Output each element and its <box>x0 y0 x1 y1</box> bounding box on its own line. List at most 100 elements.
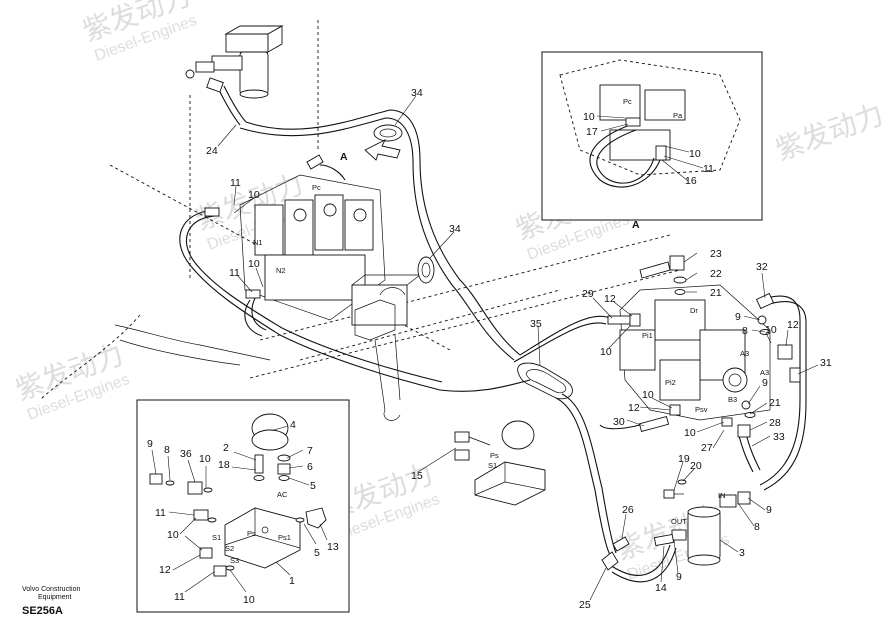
pilot-valve-15: Ps S1 <box>454 420 546 506</box>
footer-code: SE256A <box>22 605 63 617</box>
callout-33: 33 <box>773 431 785 443</box>
port-label-s1: S1 <box>212 533 221 542</box>
main-control-valve: Pc N1 N2 <box>239 174 422 326</box>
detail-callout-1: 1 <box>289 575 295 587</box>
port-label-pc: Pc <box>312 183 321 192</box>
port-label-pa-inset: Pa <box>673 111 683 120</box>
port-label-ps1: Ps1 <box>278 533 291 542</box>
port-label-ps-valve: Ps <box>490 451 499 460</box>
inset-view-label: A <box>632 219 640 231</box>
detail-callout-10-bottom: 10 <box>243 594 255 606</box>
callout-21-lower: 21 <box>769 397 781 409</box>
view-arrow-label: A <box>340 151 348 163</box>
callout-8-filter: 8 <box>754 521 760 533</box>
callout-34-upper: 34 <box>411 87 423 99</box>
callout-10-pump-right: 10 <box>765 324 777 336</box>
detail-callout-8: 8 <box>164 444 170 456</box>
callout-22: 22 <box>710 268 722 280</box>
callout-3: 3 <box>739 547 745 559</box>
callout-12-upper: 12 <box>604 293 616 305</box>
callout-15: 15 <box>411 470 423 482</box>
detail-callout-18: 18 <box>218 459 230 471</box>
detail-callout-4: 4 <box>290 419 296 431</box>
port-label-ac: AC <box>277 490 288 499</box>
callout-14: 14 <box>655 582 667 594</box>
callout-32: 32 <box>756 261 768 273</box>
left-hose-group <box>179 109 521 391</box>
callout-24: 24 <box>206 145 218 157</box>
watermark-brand: 紫发动力 <box>771 98 887 165</box>
detail-callout-2: 2 <box>223 442 229 454</box>
callout-35: 35 <box>530 318 542 330</box>
right-hose-group <box>439 295 807 583</box>
callout-9-filter: 9 <box>766 504 772 516</box>
port-label-psv: Psv <box>695 405 708 414</box>
callout-9-pump-upper: 9 <box>735 311 741 323</box>
callout-9-bottom: 9 <box>676 571 682 583</box>
callout-21-upper: 21 <box>710 287 722 299</box>
callout-10-upper: 10 <box>248 189 260 201</box>
right-fittings <box>607 255 801 438</box>
callout-10-pump-upper: 10 <box>600 346 612 358</box>
center-swivel <box>354 287 406 421</box>
port-label-pc-inset: Pc <box>623 97 632 106</box>
detail-callout-13: 13 <box>327 541 339 553</box>
callout-10-pump-left: 10 <box>642 389 654 401</box>
callout-numbers: 24 34 34 11 10 10 11 35 15 10 17 10 11 1… <box>147 87 832 611</box>
detail-callout-36: 36 <box>180 448 192 460</box>
footer-brand-line2: Equipment <box>38 594 72 601</box>
port-label-a3b: A3 <box>760 368 769 377</box>
port-label-dr: Dr <box>690 306 698 315</box>
port-label-s3: S3 <box>230 556 239 565</box>
port-label-s2: S2 <box>225 544 234 553</box>
callout-25: 25 <box>579 599 591 611</box>
inset-callout-10b: 10 <box>689 148 701 160</box>
detail-callout-11-bottom: 11 <box>174 591 185 603</box>
callout-20: 20 <box>690 460 702 472</box>
port-label-n2: N2 <box>276 266 286 275</box>
port-label-pi2: Pi2 <box>665 378 676 387</box>
detail-callout-10-top: 10 <box>199 453 211 465</box>
pilot-filter-assembly <box>185 25 284 126</box>
hose-clamp-35 <box>517 362 573 400</box>
view-arrow-a: A <box>340 138 401 163</box>
detail-box-pilot-block: AC Ps Ps1 S1 S2 S3 <box>136 399 350 613</box>
callout-26: 26 <box>622 504 634 516</box>
port-label-s1-valve: S1 <box>488 461 497 470</box>
bolt-19-20 <box>663 479 687 499</box>
callout-23: 23 <box>710 248 722 260</box>
footer-branding: Volvo Construction Equipment SE256A <box>22 586 80 618</box>
pilot-pump-block: Dr Pi1 Pi2 Psv A3 A3 B3 <box>619 284 771 421</box>
callout-19: 19 <box>678 453 690 465</box>
callout-12-lower: 12 <box>628 402 640 414</box>
detail-callout-12: 12 <box>159 564 171 576</box>
line-filter-3: IN OUT <box>653 491 751 566</box>
inset-callout-16: 16 <box>685 175 697 187</box>
callout-12-right: 12 <box>787 319 799 331</box>
inset-callout-17: 17 <box>586 126 598 138</box>
inset-callout-10: 10 <box>583 111 595 123</box>
detail-callout-7: 7 <box>307 445 313 457</box>
detail-callout-5-lower: 5 <box>314 547 320 559</box>
port-label-pi1: Pi1 <box>642 331 653 340</box>
callout-31: 31 <box>820 357 832 369</box>
port-label-n1: N1 <box>253 238 263 247</box>
detail-callout-9: 9 <box>147 438 153 450</box>
detail-callout-5-upper: 5 <box>310 480 316 492</box>
port-label-in: IN <box>718 491 726 500</box>
inset-view-a: Pc Pa A <box>541 51 763 231</box>
grommet-34-lower <box>417 256 435 284</box>
detail-callout-11-left: 11 <box>155 507 166 519</box>
clamp-25-26 <box>601 536 630 571</box>
inset-callout-11: 11 <box>703 163 714 175</box>
callout-34-lower: 34 <box>449 223 461 235</box>
port-label-a3: A3 <box>740 349 749 358</box>
grommet-34-upper <box>373 124 403 142</box>
callout-8-pump-upper: 8 <box>742 325 748 337</box>
leader-lines <box>151 95 819 601</box>
callout-10-mid: 10 <box>248 258 260 270</box>
detail-callout-10-left: 10 <box>167 529 179 541</box>
callout-30: 30 <box>613 416 625 428</box>
callout-11-upper: 11 <box>230 177 241 189</box>
